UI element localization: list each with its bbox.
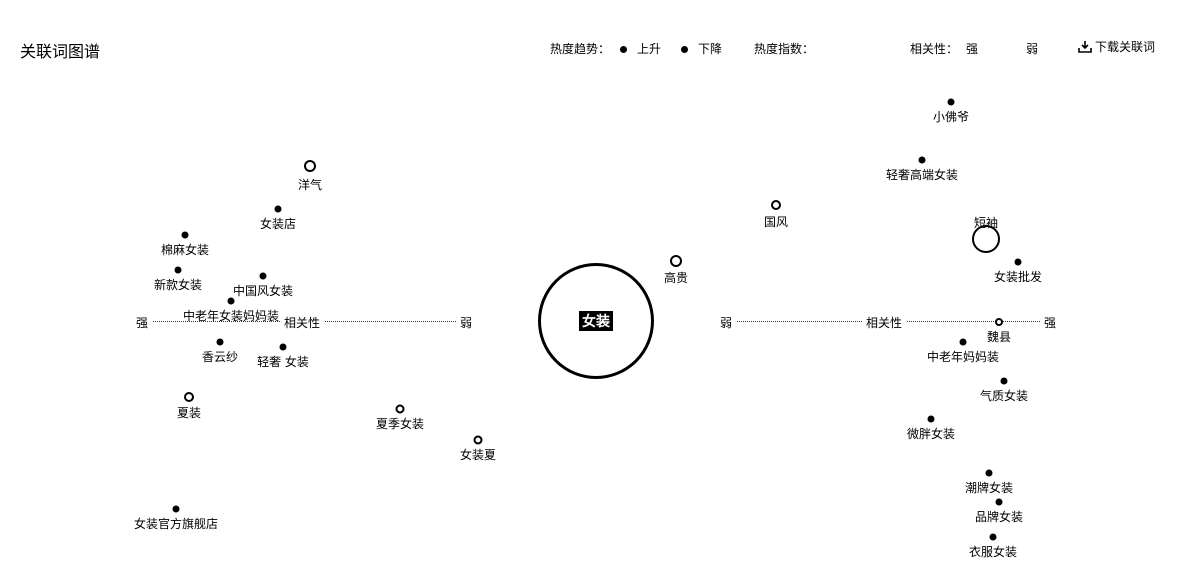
keyword-dot-marker-icon [959, 338, 967, 346]
keyword-dot-marker-icon [216, 338, 224, 346]
keyword-label: 小佛爷 [932, 110, 970, 124]
keyword-label: 衣服女装 [968, 545, 1018, 559]
keyword-label: 短袖 [973, 216, 999, 230]
keyword-ring-marker-icon [670, 255, 682, 267]
keyword-label: 女装夏 [459, 448, 497, 462]
keyword-label: 夏季女装 [375, 417, 425, 431]
keyword-dot-marker-icon [1014, 258, 1022, 266]
trend-label: 热度趋势： [550, 42, 611, 56]
keyword-label: 中国风女装 [232, 284, 294, 298]
keyword-ring-marker-icon [771, 200, 781, 210]
keyword-dot-marker-icon [181, 231, 189, 239]
keyword-label: 高贵 [663, 271, 689, 285]
right-axis-mid-label: 相关性 [862, 314, 907, 331]
download-keywords-button[interactable]: 下载关联词 [1078, 38, 1155, 55]
keyword-dot-marker-icon [947, 98, 955, 106]
heat-legend-label: 热度指数： [754, 42, 815, 56]
right-axis-weak-label: 弱 [716, 314, 737, 331]
keyword-label: 女装店 [259, 217, 297, 231]
keyword-ring-marker-icon [473, 435, 483, 445]
keyword-dot-marker-icon [259, 272, 267, 280]
keyword-dot-marker-icon [927, 415, 935, 423]
keyword-dot-marker-icon [995, 498, 1003, 506]
trend-down-label: 下降 [698, 42, 723, 56]
trend-legend: 热度趋势： 上升 下降 [550, 40, 722, 57]
relevance-weak-label: 弱 [1026, 42, 1039, 56]
relevance-strong-label: 强 [966, 42, 979, 56]
download-label: 下载关联词 [1095, 40, 1156, 54]
keyword-ring-marker-icon [395, 404, 405, 414]
keyword-label: 中老年女装妈妈装 [182, 309, 280, 323]
keyword-label: 棉麻女装 [160, 243, 210, 257]
keyword-ring-marker-icon [304, 160, 316, 172]
keyword-dot-marker-icon [279, 343, 287, 351]
left-axis-strong-label: 强 [132, 314, 153, 331]
keyword-dot-marker-icon [227, 297, 235, 305]
center-keyword-node[interactable]: 女装 [538, 263, 654, 379]
trend-down-dot-icon [681, 46, 689, 53]
keyword-label: 轻奢高端女装 [885, 168, 959, 182]
keyword-label: 女装官方旗舰店 [133, 517, 219, 531]
download-icon [1078, 41, 1092, 53]
keyword-label: 香云纱 [201, 350, 239, 364]
keyword-dot-marker-icon [172, 505, 180, 513]
trend-up-dot-icon [620, 46, 628, 53]
keyword-dot-marker-icon [918, 156, 926, 164]
keyword-label: 新款女装 [153, 278, 203, 292]
keyword-ring-marker-icon [972, 225, 1000, 253]
keyword-dot-marker-icon [1000, 377, 1008, 385]
keyword-label: 轻奢 女装 [257, 355, 309, 369]
left-axis-weak-label: 弱 [456, 314, 477, 331]
keyword-label: 气质女装 [979, 389, 1029, 403]
relevance-legend: 相关性： 强 弱 [910, 40, 1038, 57]
keyword-label: 国风 [763, 215, 789, 229]
right-axis-strong-label: 强 [1040, 314, 1061, 331]
keyword-label: 微胖女装 [906, 427, 956, 441]
keyword-dot-marker-icon [985, 469, 993, 477]
keyword-dot-marker-icon [274, 205, 282, 213]
keyword-ring-marker-icon [995, 318, 1003, 326]
center-keyword-label: 女装 [579, 311, 613, 331]
keyword-ring-marker-icon [184, 392, 194, 402]
keyword-label: 洋气 [297, 178, 323, 192]
left-axis-mid-label: 相关性 [280, 314, 325, 331]
keyword-dot-marker-icon [989, 533, 997, 541]
trend-up-label: 上升 [637, 42, 662, 56]
keyword-label: 夏装 [176, 406, 202, 420]
keyword-dot-marker-icon [174, 266, 182, 274]
keyword-label: 潮牌女装 [964, 481, 1014, 495]
page-title: 关联词图谱 [20, 42, 101, 61]
keyword-label: 中老年妈妈装 [926, 350, 1000, 364]
keyword-label: 女装批发 [993, 270, 1043, 284]
keyword-label: 品牌女装 [974, 510, 1024, 524]
keyword-label: 魏县 [986, 330, 1012, 344]
relevance-label: 相关性： [910, 42, 959, 56]
